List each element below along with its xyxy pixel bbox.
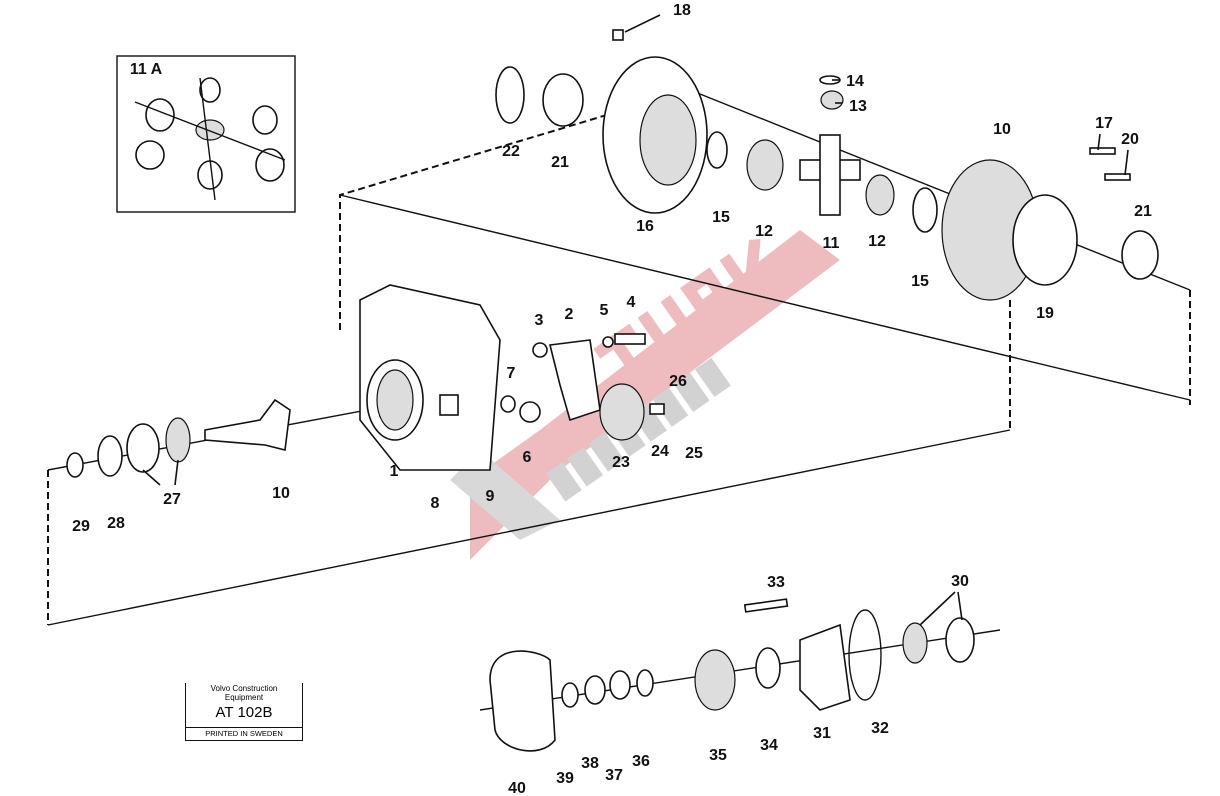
leader-lines [142, 14, 1129, 626]
callout-23: 23 [612, 454, 630, 471]
callout-33: 33 [767, 574, 785, 591]
callout-15: 15 [712, 209, 730, 226]
callout-25: 25 [685, 445, 703, 462]
callout-12b: 12 [868, 233, 886, 250]
callout-36: 36 [632, 753, 650, 770]
callout-31: 31 [813, 725, 831, 742]
callout-40: 40 [508, 780, 526, 796]
housing-parts [66, 284, 665, 478]
callout-12: 12 [755, 223, 773, 240]
callouts: 18 14 13 22 21 10 17 20 16 15 12 11 12 1… [72, 2, 1152, 796]
callout-1: 1 [390, 463, 399, 480]
printed-note: PRINTED IN SWEDEN [185, 727, 303, 741]
callout-10: 10 [993, 121, 1011, 138]
callout-7: 7 [507, 365, 516, 382]
callout-22: 22 [502, 143, 520, 160]
hub-parts [489, 598, 975, 752]
callout-17: 17 [1095, 115, 1113, 132]
callout-11: 11 [823, 235, 840, 252]
callout-37: 37 [605, 767, 623, 784]
callout-19: 19 [1036, 305, 1054, 322]
callout-5: 5 [600, 302, 609, 319]
callout-8: 8 [431, 495, 440, 512]
callout-28: 28 [107, 515, 125, 532]
callout-16: 16 [636, 218, 654, 235]
company-name: Volvo Construction Equipment [210, 684, 278, 702]
callout-20: 20 [1121, 131, 1139, 148]
callout-30: 30 [951, 573, 969, 590]
callout-38: 38 [581, 755, 599, 772]
inset-label: 11 A [130, 61, 163, 78]
callout-15b: 15 [911, 273, 929, 290]
callout-13: 13 [849, 98, 867, 115]
callout-14: 14 [846, 73, 864, 90]
differential-parts [495, 29, 1159, 301]
callout-2: 2 [565, 306, 574, 323]
callout-18: 18 [673, 2, 691, 19]
callout-26: 26 [669, 373, 687, 390]
callout-39: 39 [556, 770, 574, 787]
inset-11a: 11 A [116, 55, 296, 213]
callout-29: 29 [72, 518, 90, 535]
title-block: Volvo Construction Equipment AT 102B PRI… [185, 683, 303, 743]
callout-35: 35 [709, 747, 727, 764]
callout-32: 32 [871, 720, 889, 737]
callout-6: 6 [523, 449, 532, 466]
callout-21b: 21 [1134, 203, 1152, 220]
callout-27: 27 [163, 491, 181, 508]
watermark-logo [450, 230, 840, 560]
drawing-code: AT 102B [215, 704, 273, 721]
callout-34: 34 [760, 737, 778, 754]
callout-9: 9 [486, 488, 495, 505]
callout-4: 4 [627, 294, 636, 311]
callout-10b: 10 [272, 485, 290, 502]
callout-3: 3 [535, 312, 544, 329]
callout-24: 24 [651, 443, 669, 460]
callout-21: 21 [551, 154, 569, 171]
